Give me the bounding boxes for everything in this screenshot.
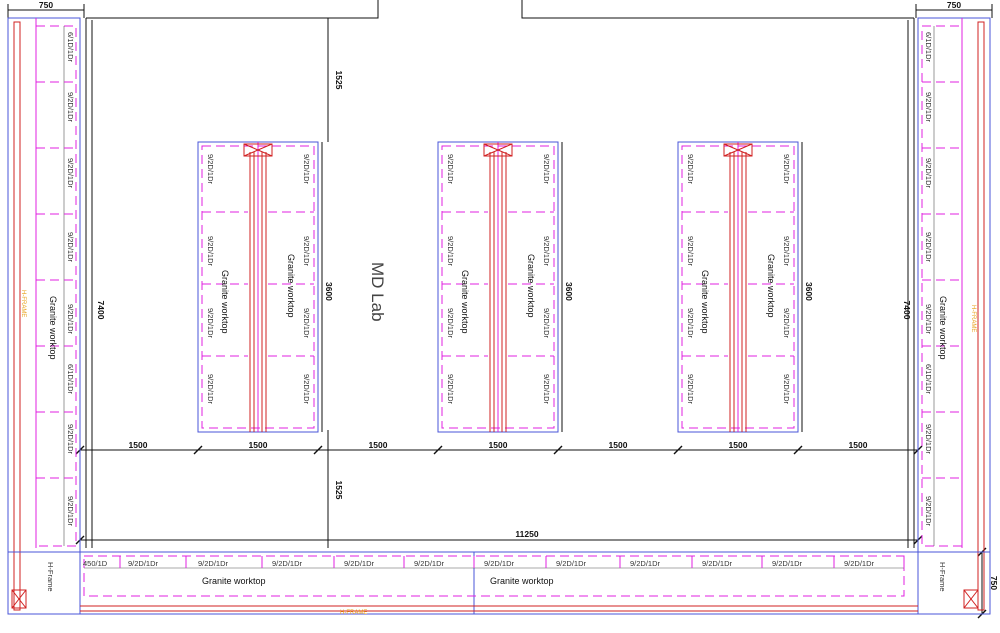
dim-bottom-depth: 750 — [989, 576, 999, 590]
cab-label-bottom: 9/2D/1Dr — [272, 559, 303, 568]
cab-label: 9/2D/1Dr — [66, 92, 75, 123]
dim-gap-1: 1500 — [129, 440, 148, 450]
h-frame-label-right: H-Frame — [938, 562, 947, 592]
dim-aisle-top: 1525 — [334, 71, 344, 90]
cab-label: 9/2D/1Dr — [924, 304, 933, 335]
cab-label-bottom: 9/2D/1Dr — [128, 559, 159, 568]
worktop-label-right: Granite worktop — [938, 296, 948, 360]
cab-label-bottom: 450/1D — [83, 559, 108, 568]
orange-note-right: H-FRAME — [970, 305, 976, 332]
cab-label-bottom: 9/2D/1Dr — [556, 559, 587, 568]
cab-label-island: 9/2D/1Dr — [446, 154, 455, 185]
cab-label-island: 9/2D/1Dr — [302, 154, 311, 185]
cab-label-island: 9/2D/1Dr — [782, 308, 791, 339]
worktop-label-island: Granite worktop — [700, 270, 710, 334]
cab-label: 9/2D/1Dr — [66, 304, 75, 335]
cab-label: 9/2D/1Dr — [924, 232, 933, 263]
plan-annotations: MD Lab 750 750 1525 1525 7400 7400 11250… — [20, 0, 999, 616]
dim-island-depth-2: 3600 — [564, 282, 574, 301]
dim-left-top: 750 — [39, 0, 53, 10]
cab-label-island: 9/2D/1Dr — [686, 236, 695, 267]
orange-note-left: H-FRAME — [20, 290, 26, 317]
cab-label-island: 9/2D/1Dr — [206, 374, 215, 405]
cab-label: 6/1D/1Dr — [924, 32, 933, 63]
island-benches: 3600 9/2D/1Dr 9/2D/1Dr 9/2D/1Dr 9/2D/1Dr 9/2D… — [197, 141, 814, 433]
dim-right-top: 750 — [947, 0, 961, 10]
cab-label-bottom: 9/2D/1Dr — [772, 559, 803, 568]
cab-label-island: 9/2D/1Dr — [206, 308, 215, 339]
cab-label: 9/2D/1Dr — [924, 496, 933, 527]
cab-label: 9/2D/1Dr — [66, 232, 75, 263]
cab-label: 9/2D/1Dr — [66, 158, 75, 189]
cab-label: 6/1D/1Dr — [66, 364, 75, 395]
worktop-label-island: Granite worktop — [220, 270, 230, 334]
worktop-label-left: Granite worktop — [48, 296, 58, 360]
orange-note-bottom: H-FRAME — [340, 610, 367, 616]
cab-label: 9/2D/1Dr — [66, 424, 75, 455]
cab-label-island: 9/2D/1Dr — [686, 308, 695, 339]
dim-island-3: 1500 — [729, 440, 748, 450]
dim-island-1: 1500 — [249, 440, 268, 450]
cab-label-island: 9/2D/1Dr — [782, 236, 791, 267]
dim-side-right: 7400 — [902, 301, 912, 320]
cab-label-island: 9/2D/1Dr — [686, 154, 695, 185]
cab-label: 9/2D/1Dr — [924, 158, 933, 189]
cab-label-island: 9/2D/1Dr — [686, 374, 695, 405]
cab-label-island: 9/2D/1Dr — [302, 308, 311, 339]
cab-label-bottom: 9/2D/1Dr — [702, 559, 733, 568]
cab-label-island: 9/2D/1Dr — [302, 374, 311, 405]
worktop-label-bottom-2: Granite worktop — [490, 576, 554, 586]
cab-label: 6/1D/1Dr — [66, 32, 75, 63]
cab-label-island: 9/2D/1Dr — [782, 374, 791, 405]
cab-label-island: 9/2D/1Dr — [542, 154, 551, 185]
dim-island-depth-1: 3600 — [324, 282, 334, 301]
cab-label: 9/2D/1Dr — [66, 496, 75, 527]
cab-label-bottom: 9/2D/1Dr — [844, 559, 875, 568]
dim-gap-4: 1500 — [849, 440, 868, 450]
cab-label-island: 9/2D/1Dr — [446, 308, 455, 339]
cab-label-island: 9/2D/1Dr — [302, 236, 311, 267]
worktop-label-island: Granite worktop — [286, 254, 296, 318]
cab-label-island: 9/2D/1Dr — [782, 154, 791, 185]
dim-aisle-bottom: 1525 — [334, 481, 344, 500]
cab-label-island: 9/2D/1Dr — [542, 374, 551, 405]
cab-label-bottom: 9/2D/1Dr — [414, 559, 445, 568]
cab-label-island: 9/2D/1Dr — [446, 236, 455, 267]
cab-label-island: 9/2D/1Dr — [206, 236, 215, 267]
cab-label-island: 9/2D/1Dr — [542, 308, 551, 339]
dim-island-depth-3: 3600 — [804, 282, 814, 301]
h-frame-label-left: H-Frame — [46, 562, 55, 592]
cab-label-island: 9/2D/1Dr — [542, 236, 551, 267]
dim-total-width: 11250 — [515, 529, 538, 539]
cab-label: 9/2D/1Dr — [924, 92, 933, 123]
dim-side-left: 7400 — [96, 301, 106, 320]
worktop-label-island: Granite worktop — [460, 270, 470, 334]
dim-island-2: 1500 — [489, 440, 508, 450]
cab-label-bottom: 9/2D/1Dr — [484, 559, 515, 568]
cab-label-bottom: 9/2D/1Dr — [198, 559, 229, 568]
worktop-label-bottom-1: Granite worktop — [202, 576, 266, 586]
cab-label: 6/1D/1Dr — [924, 364, 933, 395]
worktop-label-island: Granite worktop — [526, 254, 536, 318]
cab-label-bottom: 9/2D/1Dr — [344, 559, 375, 568]
dim-gap-3: 1500 — [609, 440, 628, 450]
cab-label-bottom: 9/2D/1Dr — [630, 559, 661, 568]
cab-label: 9/2D/1Dr — [924, 424, 933, 455]
cab-label-island: 9/2D/1Dr — [206, 154, 215, 185]
cab-label-island: 9/2D/1Dr — [446, 374, 455, 405]
plan-linework — [7, 0, 993, 619]
room-title: MD Lab — [368, 262, 387, 322]
worktop-label-island: Granite worktop — [766, 254, 776, 318]
dim-gap-2: 1500 — [369, 440, 388, 450]
